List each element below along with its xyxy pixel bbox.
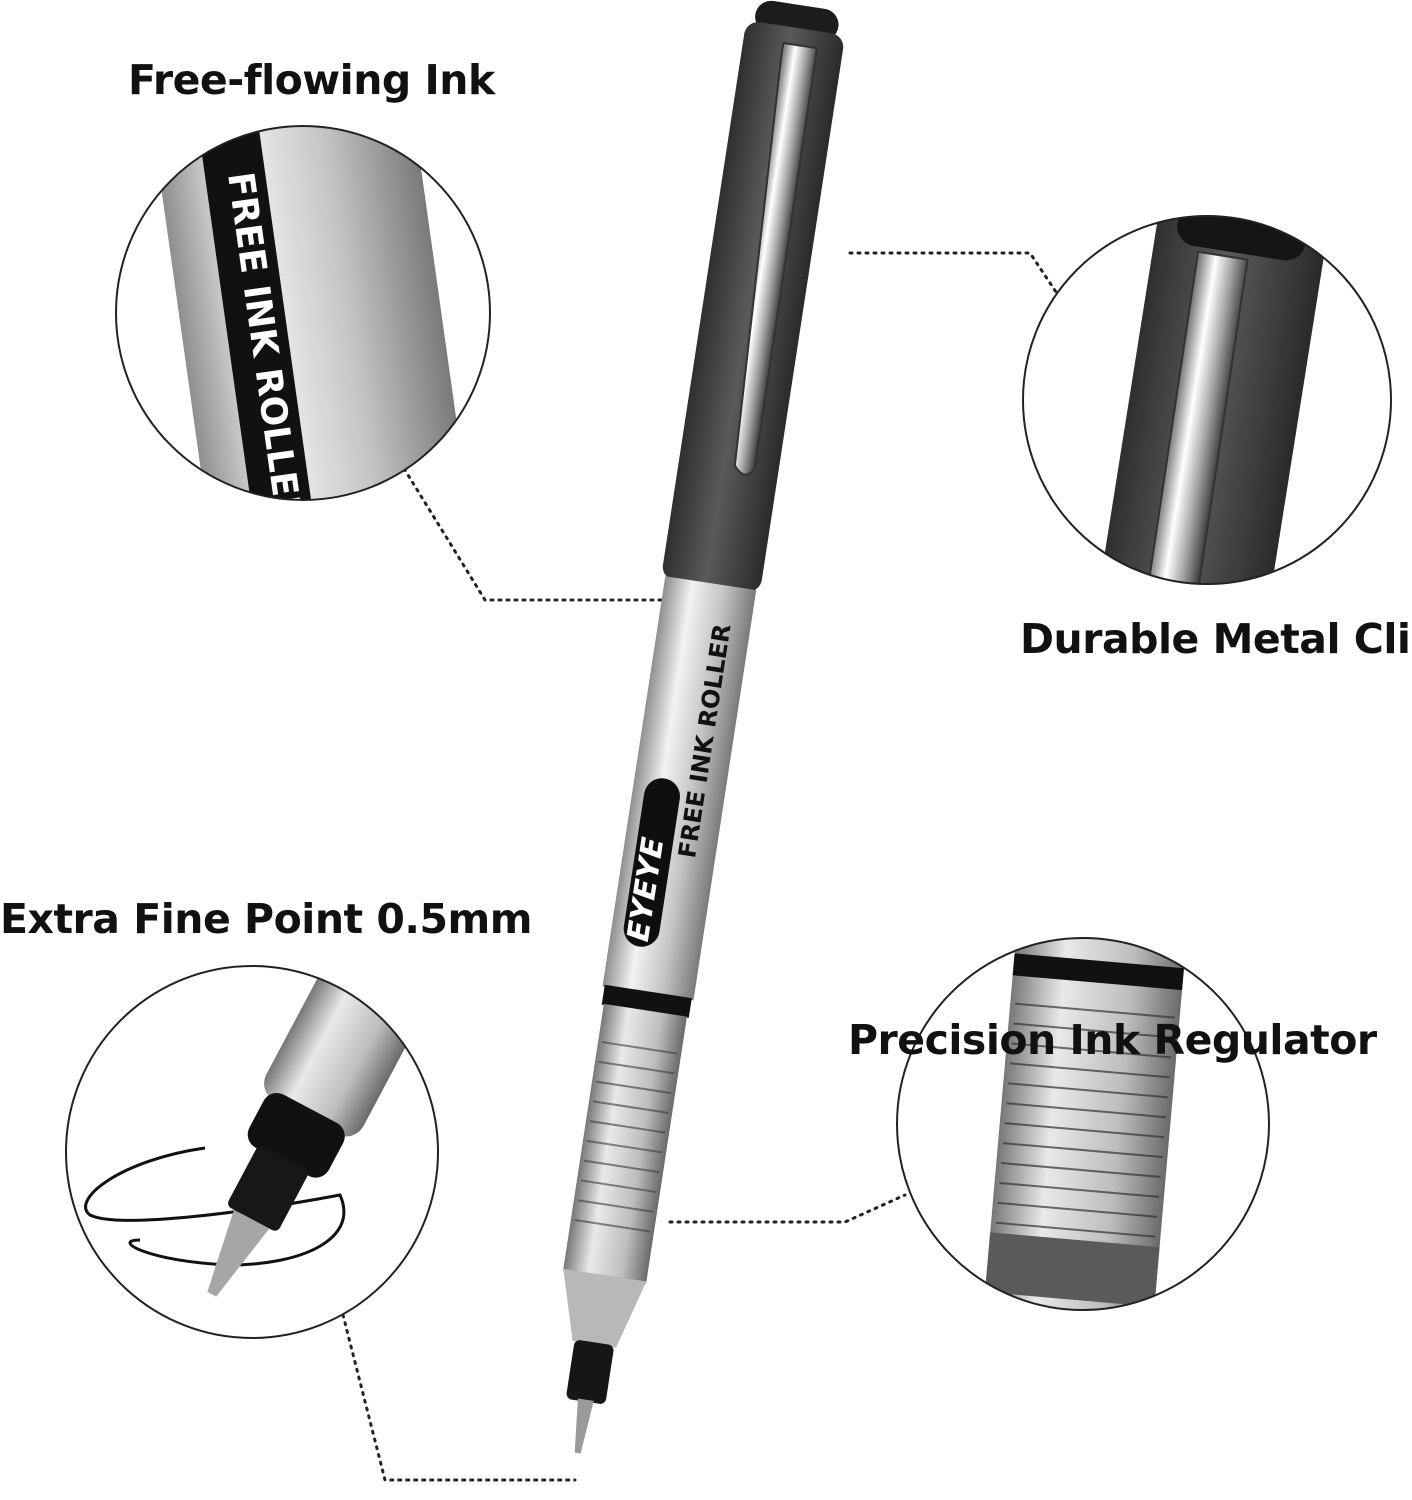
feature-label-regulator: Precision Ink Regulator xyxy=(848,1016,1377,1064)
leader-lines xyxy=(341,251,1060,1482)
pen-brand-band xyxy=(623,778,680,947)
leader-clip xyxy=(848,251,1060,297)
zoom-point xyxy=(66,966,438,1338)
pen-tip xyxy=(563,1268,647,1348)
pen-clip xyxy=(733,41,819,476)
leader-regulator xyxy=(668,1193,907,1224)
pen-clear-section xyxy=(563,1003,687,1284)
pen-ring xyxy=(601,984,692,1018)
feature-label-point: Extra Fine Point 0.5mm xyxy=(0,895,532,943)
feature-label-clip: Durable Metal Clip xyxy=(1020,615,1412,663)
zoom-regulator xyxy=(897,938,1269,1310)
zoom-clip xyxy=(1023,216,1391,584)
pen: EYEYE FREE INK ROLLER xyxy=(563,0,844,1454)
feature-label-ink: Free-flowing Ink xyxy=(128,56,495,104)
leader-point xyxy=(341,1313,577,1482)
leader-ink xyxy=(398,460,677,602)
zoom-ink: FREE INK ROLLER xyxy=(116,126,490,500)
